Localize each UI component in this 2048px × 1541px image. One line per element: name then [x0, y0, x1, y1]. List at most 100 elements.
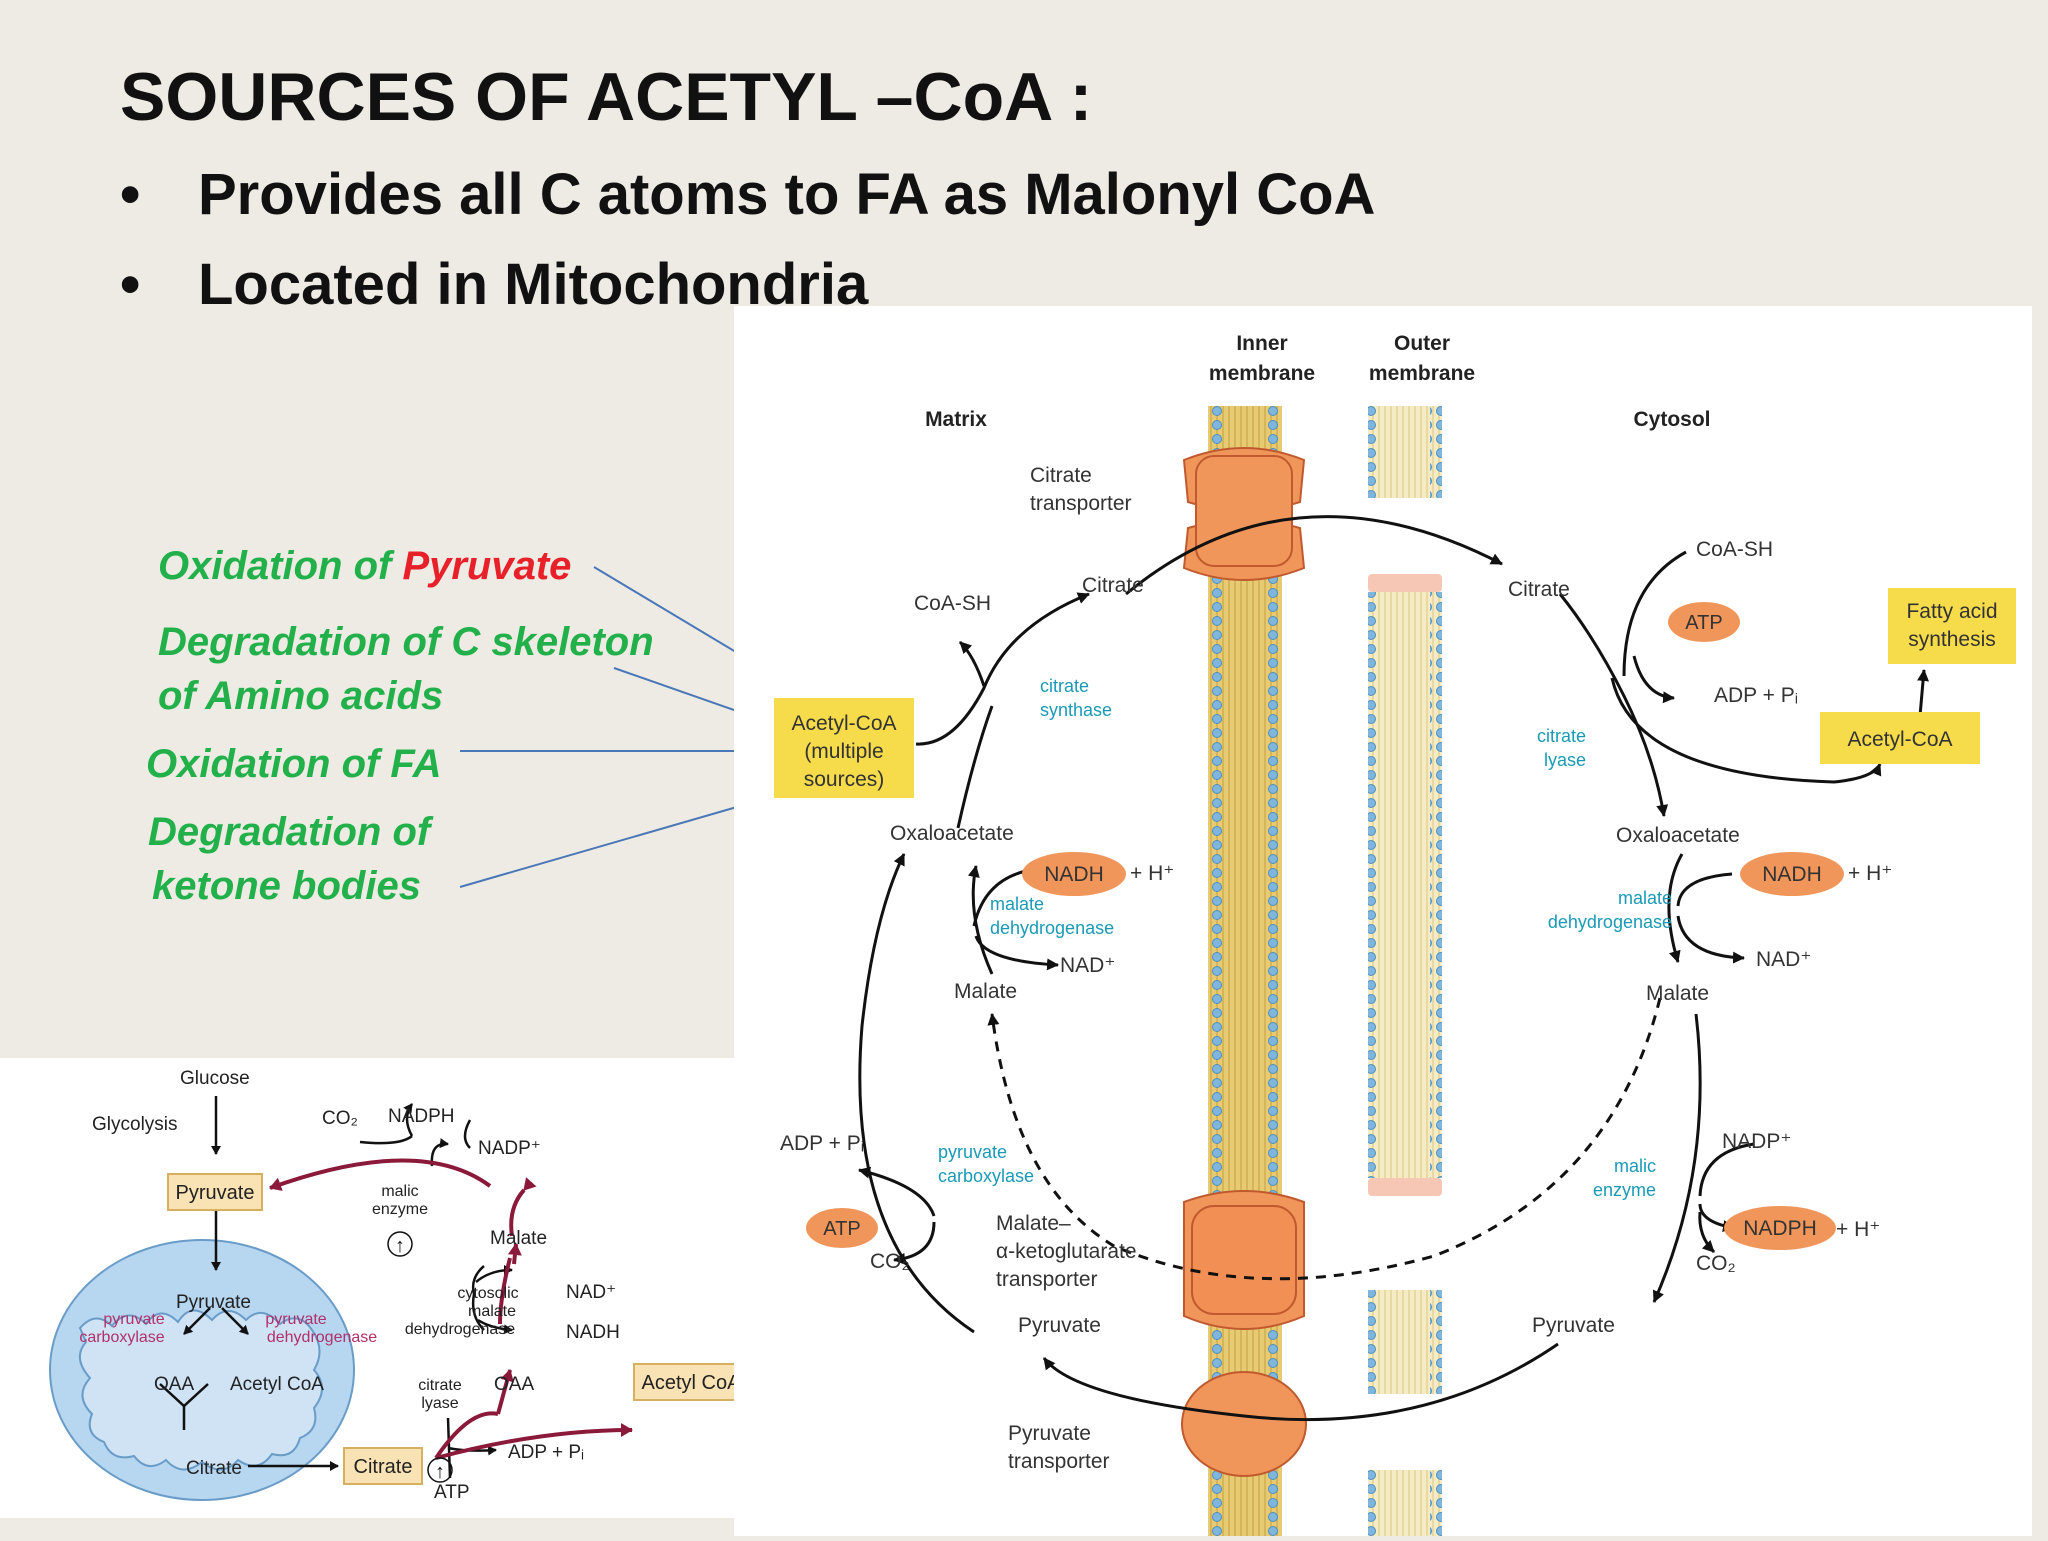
pyruvate-transporter-protein — [1181, 1371, 1307, 1477]
arrow-nadh-in-cyto — [1676, 872, 1733, 907]
malate-akg-transporter-label: Malate– — [996, 1212, 1071, 1235]
coa-sh-cytosol-label: CoA-SH — [1696, 538, 1773, 561]
citrate-lyase-label: citrate — [1537, 726, 1586, 746]
pyruvate-dehydrogenase-label: dehydrogenase — [267, 1329, 377, 1346]
cytosolic-mdh-label: dehydrogenase — [405, 1321, 515, 1338]
acetyl-coa-multiple-box: Acetyl-CoA (multiple sources) — [774, 698, 914, 798]
nadh-oval-matrix: NADH — [1022, 852, 1126, 896]
co2-cytosol-label: CO₂ — [1696, 1252, 1736, 1275]
citrate-synthase-label: synthase — [1040, 700, 1112, 720]
nad-plus-label: NAD⁺ — [566, 1282, 616, 1303]
citrate-matrix-label: Citrate — [1082, 574, 1144, 597]
small-diagram-panel: ↑ ↑ Pyruvate Citrate Acetyl CoA Glucose … — [0, 1058, 749, 1518]
inner-membrane-label: membrane — [1209, 362, 1315, 385]
adp-pi-label: ADP + Pᵢ — [508, 1442, 584, 1463]
fatty-acid-synthesis-line: synthesis — [1908, 628, 1996, 651]
nadph-label: NADPH — [1743, 1217, 1817, 1240]
acetyl-coa-multiple-line: sources) — [804, 768, 885, 791]
nadh-label: NADH — [1044, 863, 1104, 886]
oaa-cytosol-label: OAA — [494, 1374, 534, 1395]
cytosolic-mdh-label: malate — [468, 1303, 516, 1320]
arrow-oaa-to-malate-cyto — [1667, 853, 1684, 963]
matrix-label: Matrix — [925, 408, 987, 431]
arrow-pyruvate-across — [1042, 1342, 1559, 1422]
h-plus-label: + H⁺ — [1130, 862, 1174, 885]
pyruvate-carboxylase-label: pyruvate — [938, 1142, 1007, 1162]
svg-text:Acetyl CoA: Acetyl CoA — [642, 1372, 734, 1394]
nad-plus-cytosol-label: NAD⁺ — [1756, 948, 1811, 971]
atp-oval-cytosol: ATP — [1668, 602, 1740, 642]
arrow-lyase-to-acetyl — [1610, 677, 1882, 784]
nadh-oval-cytosol: NADH — [1740, 852, 1844, 896]
malic-enzyme-label: malic — [1614, 1156, 1656, 1176]
nadp-plus-label: NADP⁺ — [478, 1138, 541, 1159]
citrate-cytosol-label: Citrate — [1508, 578, 1570, 601]
citrate-mito-label: Citrate — [186, 1458, 242, 1479]
arrow-citrate-across — [1125, 515, 1503, 596]
co2-matrix-label: CO₂ — [870, 1250, 910, 1273]
malate-matrix-label: Malate — [954, 980, 1017, 1003]
source-amino-line1: Degradation of C skeleton — [158, 620, 654, 664]
source-pyruvate-prefix: Oxidation of — [158, 544, 403, 588]
acetyl-coa-mito-label: Acetyl CoA — [230, 1374, 324, 1395]
acetyl-coa-box-cytosol: Acetyl CoA — [633, 1363, 749, 1401]
nadp-plus-label: NADP⁺ — [1722, 1130, 1791, 1153]
citrate-transporter-protein — [1182, 447, 1306, 581]
bullet-dot: • — [120, 252, 141, 317]
acetyl-coa-multiple-line: (multiple — [804, 740, 883, 763]
malic-enzyme-label: enzyme — [1593, 1180, 1656, 1200]
citrate-lyase-label: lyase — [1544, 750, 1586, 770]
malic-enzyme-label: enzyme — [372, 1201, 428, 1218]
cytosolic-mdh-label: cytosolic — [457, 1285, 518, 1302]
pyruvate-matrix-label: Pyruvate — [1018, 1314, 1101, 1337]
malate-cytosol-label: Malate — [1646, 982, 1709, 1005]
malate-label: Malate — [490, 1228, 547, 1249]
main-diagram-panel: Inner membrane Outer membrane Matrix Cyt… — [734, 306, 2032, 1536]
mitochondria-citrate-shuttle-small: ↑ ↑ Pyruvate Citrate Acetyl CoA Glucose … — [49, 1068, 749, 1503]
malate-akg-transporter-label: transporter — [996, 1268, 1098, 1291]
arrow-pyruvate-to-oaa — [858, 853, 975, 1334]
acetyl-coa-cytosol-box: Acetyl-CoA — [1820, 712, 1980, 764]
arrow-atp-to-adp — [858, 1166, 936, 1217]
malate-dehydrogenase-cytosol-label: dehydrogenase — [1548, 912, 1672, 932]
nadh-label: NADH — [566, 1322, 620, 1343]
pyruvate-box: Pyruvate — [167, 1173, 263, 1211]
pyruvate-transporter-label: transporter — [1008, 1450, 1110, 1473]
svg-text:Citrate: Citrate — [354, 1456, 413, 1478]
outer-membrane-label: membrane — [1369, 362, 1475, 385]
adp-pi-matrix-label: ADP + Pᵢ — [780, 1132, 864, 1155]
acetyl-coa-cytosol-label: Acetyl-CoA — [1847, 728, 1952, 751]
fatty-acid-synthesis-box: Fatty acid synthesis — [1888, 588, 2016, 664]
source-pyruvate-oxidation: Oxidation of Pyruvate — [158, 544, 571, 589]
arrow-coa-in — [1622, 550, 1687, 677]
oxaloacetate-cytosol-label: Oxaloacetate — [1616, 824, 1740, 847]
malate-dehydrogenase-matrix-label: malate — [990, 894, 1044, 914]
malic-enzyme-label: malic — [381, 1183, 418, 1200]
svg-text:↑: ↑ — [435, 1461, 445, 1483]
glucose-label: Glucose — [180, 1068, 250, 1089]
arrow-malate-dashed-in — [987, 997, 1662, 1281]
up-arrow-circle: ↑ — [427, 1457, 453, 1483]
arrow-nad-out-cyto — [1676, 915, 1745, 964]
pyruvate-carboxylase-label: carboxylase — [938, 1166, 1034, 1186]
oxaloacetate-matrix-label: Oxaloacetate — [890, 822, 1014, 845]
cytosol-label: Cytosol — [1633, 408, 1710, 431]
oaa-mito-label: OAA — [154, 1374, 194, 1395]
atp-oval-matrix: ATP — [806, 1208, 878, 1248]
citrate-shuttle-diagram: Inner membrane Outer membrane Matrix Cyt… — [774, 332, 2016, 1536]
pyruvate-cytosol-label: Pyruvate — [1532, 1314, 1615, 1337]
citrate-synthase-label: citrate — [1040, 676, 1089, 696]
acetyl-coa-multiple-line: Acetyl-CoA — [791, 712, 896, 735]
h-plus-label: + H⁺ — [1848, 862, 1892, 885]
arrow-malate-to-pyruvate — [1652, 1013, 1702, 1303]
citrate-lyase-label: lyase — [421, 1395, 458, 1412]
bullet-item: •Provides all C atoms to FA as Malonyl C… — [120, 160, 1375, 250]
pyruvate-transporter-label: Pyruvate — [1008, 1422, 1091, 1445]
arrow-cyto-citrate-down — [1558, 593, 1669, 817]
citrate-transporter-label: transporter — [1030, 492, 1132, 515]
nadph-oval: NADPH — [1724, 1206, 1836, 1250]
pyruvate-carboxylase-label: carboxylase — [79, 1329, 164, 1346]
arrow-acetyl-to-citrate — [915, 592, 1090, 746]
adp-pi-cytosol-label: ADP + Pᵢ — [1714, 684, 1798, 707]
arrow-co2-matrix — [893, 1221, 936, 1265]
